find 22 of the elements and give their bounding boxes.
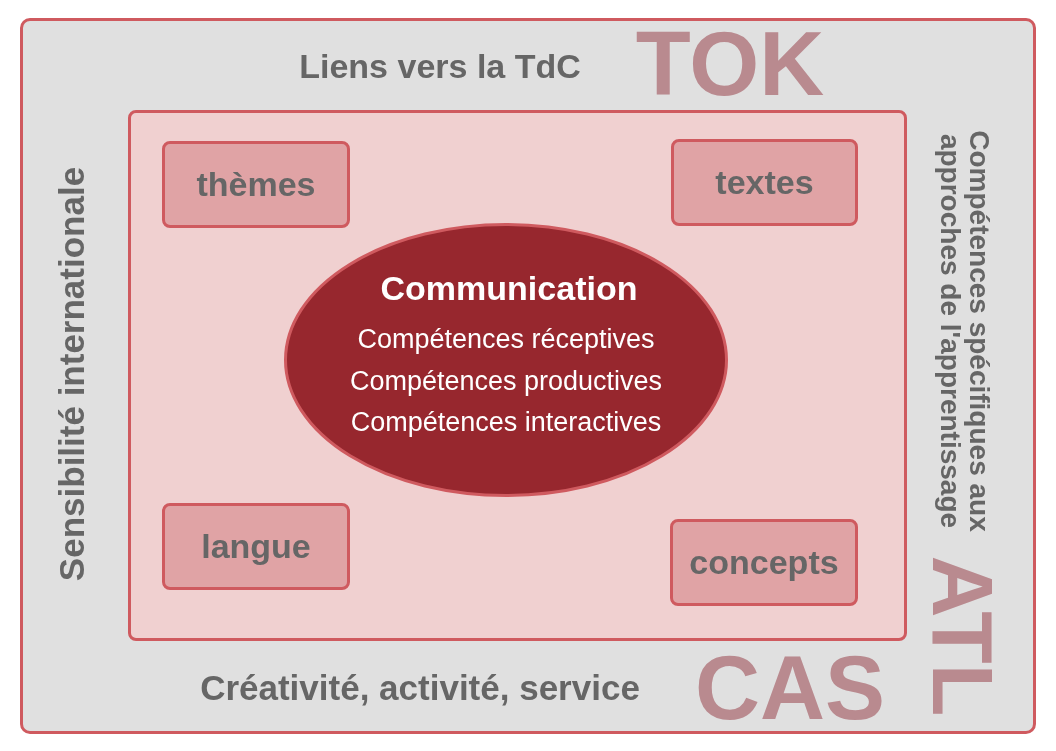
topic-box: [670, 519, 858, 606]
band-label: Compétences spécifiques aux approches de l'apprentissage: [935, 129, 995, 534]
skill-text: Compétences interactives: [350, 408, 662, 438]
band-label: Sensibilité internationale: [52, 166, 92, 582]
background-abbreviation: CAS: [695, 649, 885, 727]
topic-label: textes: [715, 163, 814, 202]
outer-panel: [20, 18, 1036, 734]
heading-text: Communication: [380, 270, 638, 308]
topic-label: thèmes: [196, 165, 316, 204]
background-abbreviation: ATL: [925, 555, 999, 717]
skill-text: Compétences réceptives: [357, 325, 655, 355]
topic-label: concepts: [689, 543, 839, 582]
topic-box: [162, 141, 350, 228]
topic-box: [671, 139, 858, 226]
band-label: Liens vers la TdC: [299, 48, 581, 86]
central-ellipse: [284, 223, 728, 497]
topic-box: [162, 503, 350, 590]
skill-text: Compétences productives: [349, 367, 663, 397]
topic-label: langue: [201, 527, 311, 566]
inner-panel: [128, 110, 907, 641]
band-label: Créativité, activité, service: [200, 668, 640, 708]
background-abbreviation: TOK: [635, 25, 825, 103]
